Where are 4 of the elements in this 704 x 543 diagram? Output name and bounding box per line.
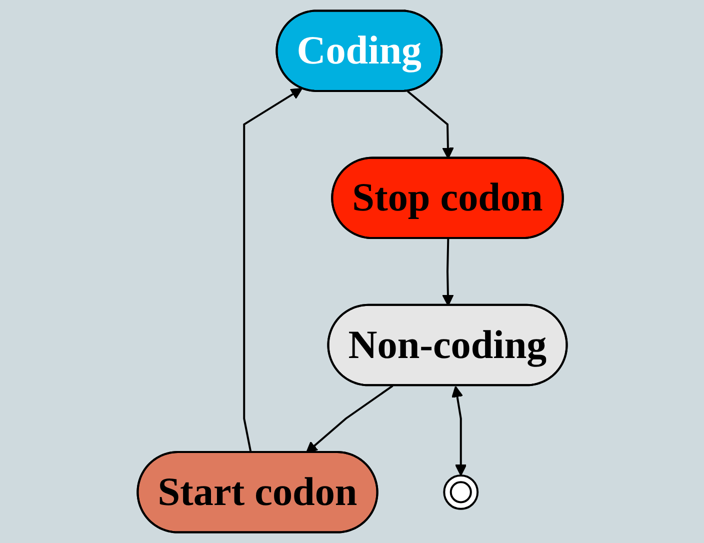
node-circle [442, 474, 478, 510]
arrow [306, 385, 394, 454]
arrow [242, 88, 302, 453]
arrow [451, 386, 467, 476]
